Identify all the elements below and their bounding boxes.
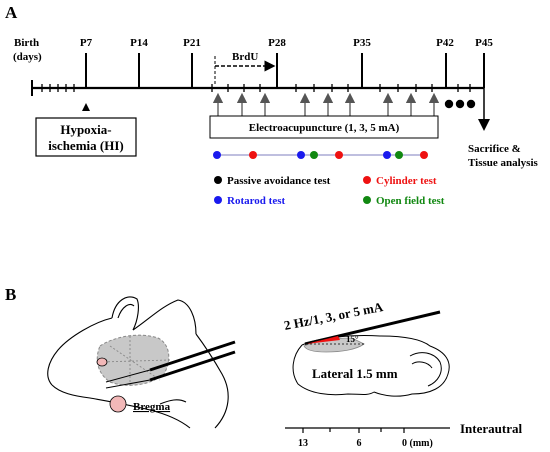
brdu-label: BrdU [232, 51, 258, 63]
passive-avoidance-dot [444, 99, 454, 109]
skull-sutures [99, 336, 171, 388]
red-angle-wedge [306, 336, 340, 344]
interaural-ticks [302, 428, 405, 433]
panel-b-label: B [5, 285, 16, 304]
lateral-label: Lateral 1.5 mm [312, 366, 398, 381]
sacrifice-label-line2: Tissue analysis [468, 157, 539, 169]
legend-dot-open-field [363, 196, 371, 204]
sacrifice-label-line1: Sacrifice & [468, 143, 521, 155]
rotarod-dot [213, 151, 221, 159]
legend-dot-cylinder [363, 176, 371, 184]
brain-outline [292, 335, 450, 397]
bregma-marker [109, 395, 127, 413]
legend-dot-passive [214, 176, 222, 184]
passive-avoidance-dot [455, 99, 465, 109]
angle-label: 15° [346, 334, 359, 344]
cylinder-dot [420, 151, 428, 159]
label-p21: P21 [183, 37, 201, 49]
legend-open-field-label: Open field test [376, 195, 445, 207]
rotarod-dot [297, 151, 305, 159]
open-field-dot [310, 151, 318, 159]
passive-avoidance-dot [466, 99, 476, 109]
hi-box [35, 117, 137, 157]
interaural-tick-13: 13 [298, 438, 308, 449]
electroacupuncture-box [209, 115, 439, 139]
cylinder-dot [249, 151, 257, 159]
label-p45: P45 [475, 37, 493, 49]
label-p35: P35 [353, 37, 371, 49]
hi-label-line2: ischemia (HI) [48, 138, 123, 153]
open-field-dot [395, 151, 403, 159]
ea-arrows [212, 92, 440, 116]
interaural-tick-0: 0 (mm) [402, 438, 433, 449]
hi-marker-triangle [82, 103, 90, 111]
electrode-needles [105, 340, 236, 389]
hi-label-line1: Hypoxia- [60, 122, 111, 137]
electroacupuncture-label: Electroacupuncture (1, 3, 5 mA) [249, 122, 400, 134]
legend-rotarod-label: Rotarod test [227, 195, 285, 207]
panel-a-label: A [5, 3, 18, 22]
label-p14: P14 [130, 37, 148, 49]
eye-pink [96, 357, 108, 367]
legend-passive-label: Passive avoidance test [227, 175, 331, 187]
interaural-tick-6: 6 [357, 438, 362, 449]
rotarod-dot [383, 151, 391, 159]
cylinder-dot [335, 151, 343, 159]
label-p28: P28 [268, 37, 286, 49]
legend-cylinder-label: Cylinder test [376, 175, 437, 187]
minor-ticks [41, 84, 471, 92]
days-label: (days) [13, 51, 42, 63]
interaural-label: Interautral [460, 421, 522, 436]
label-p42: P42 [436, 37, 454, 49]
birth-label: Birth [14, 37, 39, 49]
bregma-label: Bregma [133, 401, 171, 413]
legend-dot-rotarod [214, 196, 222, 204]
label-p7: P7 [80, 37, 93, 49]
